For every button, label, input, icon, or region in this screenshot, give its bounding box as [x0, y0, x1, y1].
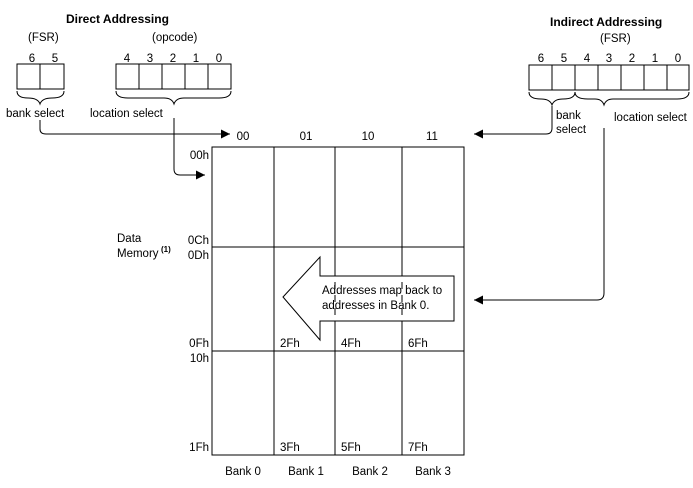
indirect-location-select-label: location select: [614, 112, 688, 124]
indirect-bit-label: 4: [584, 53, 591, 65]
indirect-bit-label: 5: [561, 53, 567, 65]
data-memory-map: 00 01 10 11 00h 0Ch 0Dh 0Fh 10h 1Fh Data…: [117, 131, 465, 478]
indirect-addressing-section: Indirect Addressing (FSR) 6 5 4 3 2 1 0 …: [528, 15, 690, 136]
map-back-note: Addresses map back to: [322, 285, 442, 297]
map-back-arrow: [282, 255, 455, 342]
indirect-bit-cell: [666, 64, 690, 91]
opcode-bit-label: 0: [216, 53, 222, 65]
bank-code-label: 00: [237, 131, 250, 143]
opcode-bit-cell: [161, 63, 186, 90]
bank-code-label: 11: [426, 131, 438, 143]
indirect-bit-label: 2: [629, 53, 635, 65]
bank-label: Bank 1: [288, 466, 324, 478]
indirect-bit-label: 0: [675, 53, 681, 65]
region-end-label: 3Fh: [280, 442, 300, 454]
direct-bank-select-label: bank select: [6, 108, 65, 120]
indirect-bank-arrow: [474, 106, 553, 139]
region-end-label: 2Fh: [280, 338, 300, 350]
row-address-label: 0Fh: [189, 338, 209, 350]
row-address-label: 10h: [190, 353, 209, 365]
opcode-bit-label: 4: [124, 53, 131, 65]
indirect-bit-cell: [597, 64, 622, 91]
data-memory-footnote: (1): [161, 245, 171, 254]
row-address-label: 1Fh: [189, 442, 209, 454]
mapping-callout: Addresses map back to addresses in Bank …: [282, 255, 455, 343]
bank-select-brace: [16, 90, 65, 106]
indirect-bit-cell: [574, 64, 599, 91]
row-address-label: 0Dh: [188, 250, 209, 262]
indirect-bit-label: 3: [606, 53, 612, 65]
indirect-bank-select-brace: [528, 91, 576, 107]
opcode-bit-label: 2: [170, 53, 176, 65]
row-address-label: 00h: [190, 150, 209, 162]
map-back-note: addresses in Bank 0.: [322, 300, 429, 312]
indirect-bank-select-label: select: [556, 124, 587, 136]
location-select-brace: [115, 90, 232, 106]
indirect-bit-cell: [620, 64, 645, 91]
opcode-bit-label: 1: [193, 53, 199, 65]
bank-code-label: 10: [362, 131, 375, 143]
indirect-bit-cell: [551, 64, 576, 91]
indirect-addressing-title: Indirect Addressing: [550, 15, 662, 29]
direct-location-arrow: [173, 118, 205, 180]
indirect-location-select-brace: [574, 91, 690, 107]
direct-addressing-title: Direct Addressing: [66, 12, 169, 26]
indirect-bit-label: 6: [538, 53, 544, 65]
opcode-bit-label: 3: [147, 53, 153, 65]
direct-addressing-section: Direct Addressing (FSR) (opcode) 6 5 4 3…: [6, 12, 232, 120]
opcode-bit-cell: [138, 63, 163, 90]
opcode-bit-cell: [184, 63, 209, 90]
indirect-bit-cell: [643, 64, 668, 91]
opcode-label: (opcode): [152, 32, 198, 44]
opcode-bit-cell: [115, 63, 140, 90]
indirect-fsr-label: (FSR): [600, 33, 631, 45]
opcode-bit-cell: [207, 63, 232, 90]
data-memory-label: Memory: [117, 248, 159, 260]
region-end-label: 4Fh: [341, 338, 361, 350]
region-end-label: 6Fh: [408, 338, 428, 350]
data-memory-label: Data: [117, 233, 142, 245]
direct-fsr-bit-label: 6: [29, 53, 35, 65]
indirect-bank-select-label: bank: [556, 110, 581, 122]
indirect-bit-cell: [528, 64, 553, 91]
direct-fsr-bit-cell: [16, 63, 41, 90]
row-address-label: 0Ch: [188, 235, 209, 247]
bank-label: Bank 3: [415, 466, 451, 478]
bank-label: Bank 2: [352, 466, 388, 478]
indirect-location-arrow: [474, 128, 605, 305]
memory-grid-frame: [211, 146, 465, 456]
bank-code-label: 01: [300, 131, 313, 143]
direct-fsr-bit-label: 5: [52, 53, 58, 65]
direct-fsr-label: (FSR): [28, 32, 59, 44]
direct-fsr-bit-cell: [39, 63, 65, 90]
region-end-label: 5Fh: [341, 442, 361, 454]
region-end-label: 7Fh: [408, 442, 428, 454]
indirect-bit-label: 1: [652, 53, 658, 65]
bank-label: Bank 0: [225, 466, 261, 478]
direct-bank-arrow: [39, 120, 230, 139]
direct-location-select-label: location select: [90, 108, 164, 120]
